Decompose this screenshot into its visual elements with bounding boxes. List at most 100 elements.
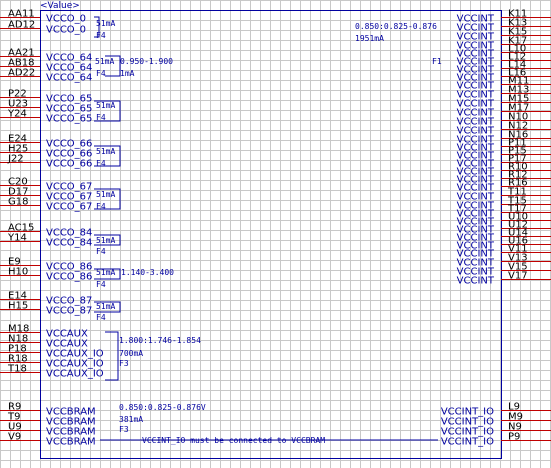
right-pin-number: M11	[508, 76, 529, 87]
vcco0-bracket	[94, 16, 100, 38]
right-pin-number: U16	[508, 236, 528, 247]
vcco67-code: F4	[96, 202, 106, 211]
left-pin-number: AB18	[8, 58, 34, 69]
right-pin-number: P17	[508, 154, 527, 165]
left-pin-number: AD12	[8, 20, 35, 31]
right-pin-number: V15	[508, 262, 528, 273]
vcco86-bracket	[94, 268, 121, 280]
vccaux-code: F3	[119, 359, 129, 368]
right-pin-number: L14	[508, 60, 526, 71]
left-pin-number: E14	[8, 291, 27, 302]
right-pin-number: P9	[508, 432, 520, 443]
left-pin-name: VCCO_67	[46, 192, 92, 203]
right-pin-name: VCCINT	[457, 159, 495, 170]
right-pin-number: V11	[508, 244, 528, 255]
right-pin-number: M9	[508, 412, 523, 423]
right-pin-number: L9	[508, 402, 520, 413]
right-pin-number: U10	[508, 212, 528, 223]
vccbram-current: 381mA	[119, 415, 143, 424]
right-pin-name: VCCINT	[457, 73, 495, 84]
right-pin-number: K15	[508, 27, 527, 38]
component-body	[40, 10, 502, 459]
vcco67-current: 51mA	[96, 190, 115, 199]
right-pin-name: VCCINT	[457, 241, 495, 252]
left-pin-number: R9	[8, 402, 21, 413]
vcco64-current: 51mA	[95, 57, 114, 66]
left-pin-name: VCCO_0	[46, 14, 86, 25]
left-pin-number: E9	[8, 257, 21, 268]
left-pin-name: VCCO_65	[46, 94, 92, 105]
vcco86-voltage: 1.140-3.400	[121, 268, 174, 277]
left-pin-number: AA11	[8, 9, 35, 20]
vccint-current: 1951mA	[355, 34, 384, 43]
left-pin-name: VCCBRAM	[46, 437, 96, 448]
vccint-voltage: 0.850:0.825-0.876	[355, 22, 437, 31]
vcco87-bracket	[94, 301, 121, 313]
right-pin-number: K11	[508, 9, 527, 20]
left-pin-name: VCCO_66	[46, 139, 92, 150]
right-pin-name: VCCINT	[457, 135, 495, 146]
right-pin-name: VCCINT	[457, 108, 495, 119]
left-pin-name: VCCO_87	[46, 306, 92, 317]
right-pin-name: VCCINT_IO	[441, 417, 494, 428]
right-pin-name: VCCINT_IO	[441, 407, 494, 418]
left-pin-number: P18	[8, 344, 27, 355]
right-pin-name: VCCINT	[457, 151, 495, 162]
left-pin-name: VCCO_84	[46, 238, 92, 249]
vcco84-code: F4	[96, 247, 106, 256]
vcco65-bracket	[94, 100, 121, 122]
right-pin-number: L12	[508, 52, 526, 63]
left-pin-number: R18	[8, 354, 28, 365]
left-pin-name: VCCO_86	[46, 262, 92, 273]
right-pin-name: VCCINT	[457, 57, 495, 68]
vcco84-current: 51mA	[96, 236, 115, 245]
right-pin-number: R10	[508, 162, 528, 173]
left-pin-name: VCCO_65	[46, 114, 92, 125]
right-pin-number: K17	[508, 36, 527, 47]
right-pin-name: VCCINT_IO	[441, 427, 494, 438]
right-pin-name: VCCINT_IO	[441, 437, 494, 448]
left-pin-name: VCCO_66	[46, 149, 92, 160]
left-pin-name: VCCBRAM	[46, 407, 96, 418]
left-pin-name: VCCBRAM	[46, 417, 96, 428]
right-pin-name: VCCINT	[457, 117, 495, 128]
right-pin-name: VCCINT	[457, 192, 495, 203]
left-pin-name: VCCO_65	[46, 104, 92, 115]
left-pin-number: AD22	[8, 68, 35, 79]
right-pin-name: VCCINT	[457, 23, 495, 34]
right-pin-name: VCCINT	[457, 126, 495, 137]
right-pin-number: U14	[508, 228, 528, 239]
left-pin-name: VCCO_0	[46, 25, 86, 36]
right-pin-name: VCCINT	[457, 249, 495, 260]
vcco0-code: F4	[96, 31, 106, 40]
left-pin-number: Y14	[7, 233, 27, 244]
left-pin-name: VCCO_67	[46, 202, 92, 213]
vcco86-current: 51mA	[96, 268, 115, 277]
right-pin-number: V17	[508, 271, 528, 282]
left-pin-number: N18	[8, 334, 28, 345]
vcco64-bracket	[105, 55, 121, 77]
left-pin-name: VCCO_64	[46, 63, 92, 74]
vcco65-current: 51mA	[96, 101, 115, 110]
right-pin-name: VCCINT	[457, 14, 495, 25]
left-pin-number: U23	[8, 99, 28, 110]
left-pin-number: P22	[8, 89, 27, 100]
right-pin-number: N16	[508, 130, 528, 141]
left-pin-name: VCCO_64	[46, 73, 92, 84]
value-label: <Value>	[40, 1, 80, 11]
left-pin-name: VCCO_87	[46, 296, 92, 307]
left-pin-name: VCCAUX_IO	[46, 349, 104, 360]
right-pin-name: VCCINT	[457, 276, 495, 287]
vccaux-current: 700mA	[119, 349, 143, 358]
right-pin-name: VCCINT	[457, 99, 495, 110]
left-pin-number: J22	[7, 154, 24, 165]
right-pin-number: N12	[508, 121, 528, 132]
right-pin-name: VCCINT	[457, 175, 495, 186]
right-pin-name: VCCINT	[457, 65, 495, 76]
right-pin-number: P11	[508, 138, 527, 149]
left-pin-name: VCCAUX_IO	[46, 359, 104, 370]
left-pin-name: VCCO_86	[46, 272, 92, 283]
vcco64-voltage: 0.950-1.900	[120, 57, 173, 66]
